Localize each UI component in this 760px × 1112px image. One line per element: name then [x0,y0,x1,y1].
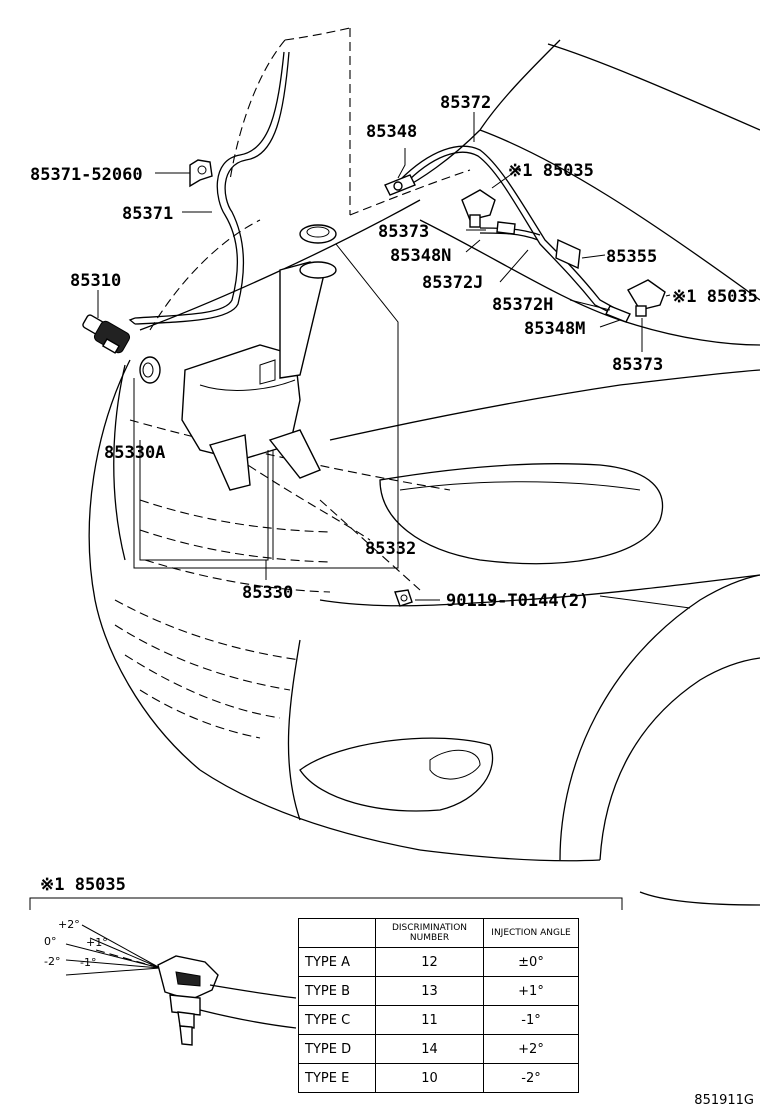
drawing-reference: 851911G [694,1093,754,1108]
type-cell: TYPE C [298,1005,376,1035]
table-row: TYPE A 12 ±0° [298,947,579,977]
tank-cap [299,224,337,244]
label-85372H: 85372H [492,295,553,315]
grommet [139,356,161,384]
mounting-bolt [394,589,413,607]
callout-labels: 85372 85348 ※1 85035 85371-52060 85371 8… [30,93,758,611]
label-85035-top: ※1 85035 [508,161,594,181]
number-cell: 11 [375,1005,484,1035]
angle-zero-label: 0° [44,935,57,948]
table-row: TYPE C 11 -1° [298,1005,579,1035]
washer-hose [128,51,290,325]
label-85371-52060: 85371-52060 [30,165,143,185]
label-85348: 85348 [366,122,417,142]
angle-cell: -1° [483,1005,579,1035]
hose-clip [189,159,213,188]
label-85373-a: 85373 [378,222,429,242]
label-90119-T0144: 90119-T0144(2) [446,591,589,611]
label-85371: 85371 [122,204,173,224]
number-cell: 14 [375,1034,484,1064]
leader-lines [97,112,691,609]
header-injection-angle: INJECTION ANGLE [483,918,579,948]
washer-nozzle-left [461,189,496,228]
car-body-outline [88,27,760,906]
label-85372: 85372 [440,93,491,113]
label-85373-b: 85373 [612,355,663,375]
table-row: TYPE E 10 -2° [298,1063,579,1093]
label-85348N: 85348N [390,246,451,266]
table-row: TYPE D 14 +2° [298,1034,579,1064]
label-85330A: 85330A [104,443,165,463]
angle-minus1-label: -1° [80,956,96,969]
angle-cell: ±0° [483,947,579,977]
nozzle-detail: ※1 85035 +2° 0° +1° -2° -1° [29,875,623,1046]
upper-hose-assembly [384,145,631,323]
detail-title: ※1 85035 [40,875,126,895]
type-cell: TYPE A [298,947,376,977]
type-cell: TYPE D [298,1034,376,1064]
table-header-row: DISCRIMINATION NUMBER INJECTION ANGLE [298,918,579,948]
washer-nozzle-right [627,279,666,317]
angle-cell: +2° [483,1034,579,1064]
angle-cell: -2° [483,1063,579,1093]
angle-minus2-label: -2° [44,955,60,968]
angle-plus1-label: +1° [86,936,108,949]
number-cell: 12 [375,947,484,977]
label-85330: 85330 [242,583,293,603]
label-85348M: 85348M [524,319,585,339]
angle-cell: +1° [483,976,579,1006]
label-85310: 85310 [70,271,121,291]
label-85035-right: ※1 85035 [672,287,758,307]
angle-plus2-label: +2° [58,918,80,931]
washer-tank [181,261,337,491]
label-85332: 85332 [365,539,416,559]
number-cell: 10 [375,1063,484,1093]
type-cell: TYPE E [298,1063,376,1093]
label-85372J: 85372J [422,273,483,293]
type-cell: TYPE B [298,976,376,1006]
spec-table: DISCRIMINATION NUMBER INJECTION ANGLE TY… [298,918,579,1093]
washer-pump [82,314,131,354]
header-discrimination-number: DISCRIMINATION NUMBER [375,918,484,948]
table-row: TYPE B 13 +1° [298,976,579,1006]
number-cell: 13 [375,976,484,1006]
header-type [298,918,376,948]
label-85355: 85355 [606,247,657,267]
